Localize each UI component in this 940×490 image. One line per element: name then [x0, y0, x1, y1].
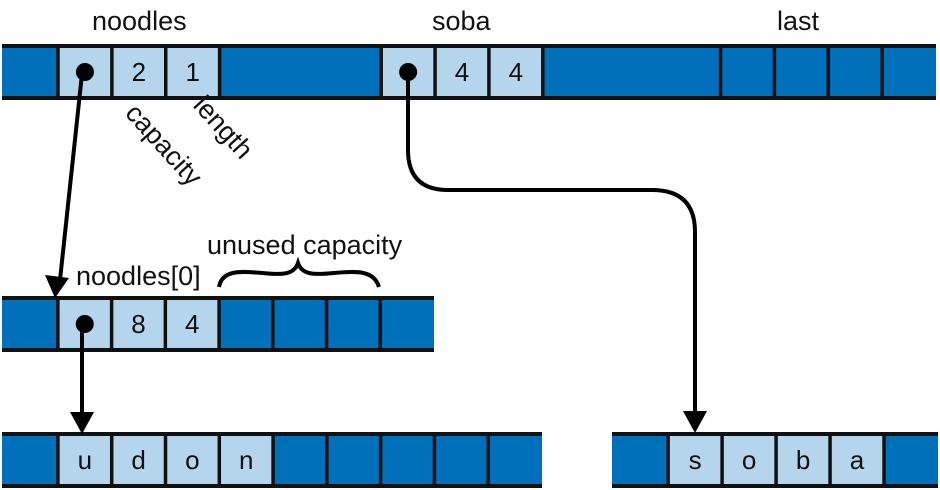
unused-capacity-brace — [217, 256, 381, 288]
last-label: last — [777, 6, 820, 36]
memory-cell — [612, 434, 669, 486]
memory-cell — [272, 298, 327, 350]
memory-cell — [273, 434, 327, 486]
noodles-length-cell — [165, 46, 220, 98]
memory-cell — [776, 434, 831, 486]
memory-cell — [57, 434, 112, 486]
noodles-pointer-arrow — [45, 73, 84, 298]
cell-value: o — [742, 445, 756, 475]
memory-cell — [219, 46, 382, 98]
memory-cell — [668, 434, 723, 486]
udon-capacity-cell — [111, 298, 166, 350]
memory-cell — [722, 434, 777, 486]
memory-cell — [111, 434, 166, 486]
memory-cell — [542, 46, 721, 98]
cell-value: n — [239, 445, 253, 475]
soba-capacity-cell — [435, 46, 489, 98]
cell-value: a — [850, 445, 865, 475]
noodles-length-value: 1 — [185, 57, 199, 87]
memory-cell — [165, 434, 220, 486]
cell-value: s — [689, 445, 702, 475]
soba-length-cell — [488, 46, 543, 98]
memory-cell — [434, 434, 489, 486]
memory-cell — [380, 434, 435, 486]
length-label: length — [188, 90, 260, 165]
memory-cell — [2, 46, 59, 98]
noodles-0-label: noodles[0] — [76, 261, 201, 291]
memory-cell — [219, 434, 274, 486]
pointer-dot-icon — [399, 63, 418, 81]
memory-cell — [830, 434, 885, 486]
noodles-capacity-cell — [111, 46, 166, 98]
noodles-label: noodles — [92, 6, 187, 36]
cell-value: b — [796, 445, 810, 475]
arrowhead-icon — [45, 275, 69, 298]
cell-value: u — [78, 445, 92, 475]
stack-frame-row: 2 1 4 4 — [2, 44, 936, 100]
cell-value: o — [185, 445, 199, 475]
udon-capacity-value: 8 — [131, 309, 145, 339]
memory-cell — [774, 46, 829, 98]
pointer-dot-icon — [75, 63, 94, 81]
memory-cell — [828, 46, 883, 98]
arrowhead-icon — [683, 411, 707, 433]
udon-pointer-arrow — [70, 326, 94, 434]
memory-cell — [326, 298, 381, 350]
memory-cell — [326, 434, 381, 486]
memory-cell — [884, 434, 938, 486]
memory-cell — [219, 298, 273, 350]
memory-cell — [2, 298, 58, 350]
memory-cell — [720, 46, 775, 98]
soba-length-value: 4 — [509, 57, 523, 87]
memory-cell — [882, 46, 936, 98]
soba-label: soba — [432, 6, 492, 36]
udon-length-cell — [165, 298, 220, 350]
memory-cell — [380, 298, 434, 350]
memory-cell — [488, 434, 542, 486]
unused-capacity-label: unused capacity — [207, 230, 403, 260]
soba-pointer-arrow — [406, 73, 707, 433]
pointer-dot-icon — [75, 315, 94, 333]
noodles-capacity-value: 2 — [132, 57, 146, 87]
arrowhead-icon — [70, 412, 94, 434]
cell-value: d — [131, 445, 145, 475]
soba-capacity-value: 4 — [455, 57, 469, 87]
udon-length-value: 4 — [185, 309, 199, 339]
memory-cell — [2, 434, 58, 486]
